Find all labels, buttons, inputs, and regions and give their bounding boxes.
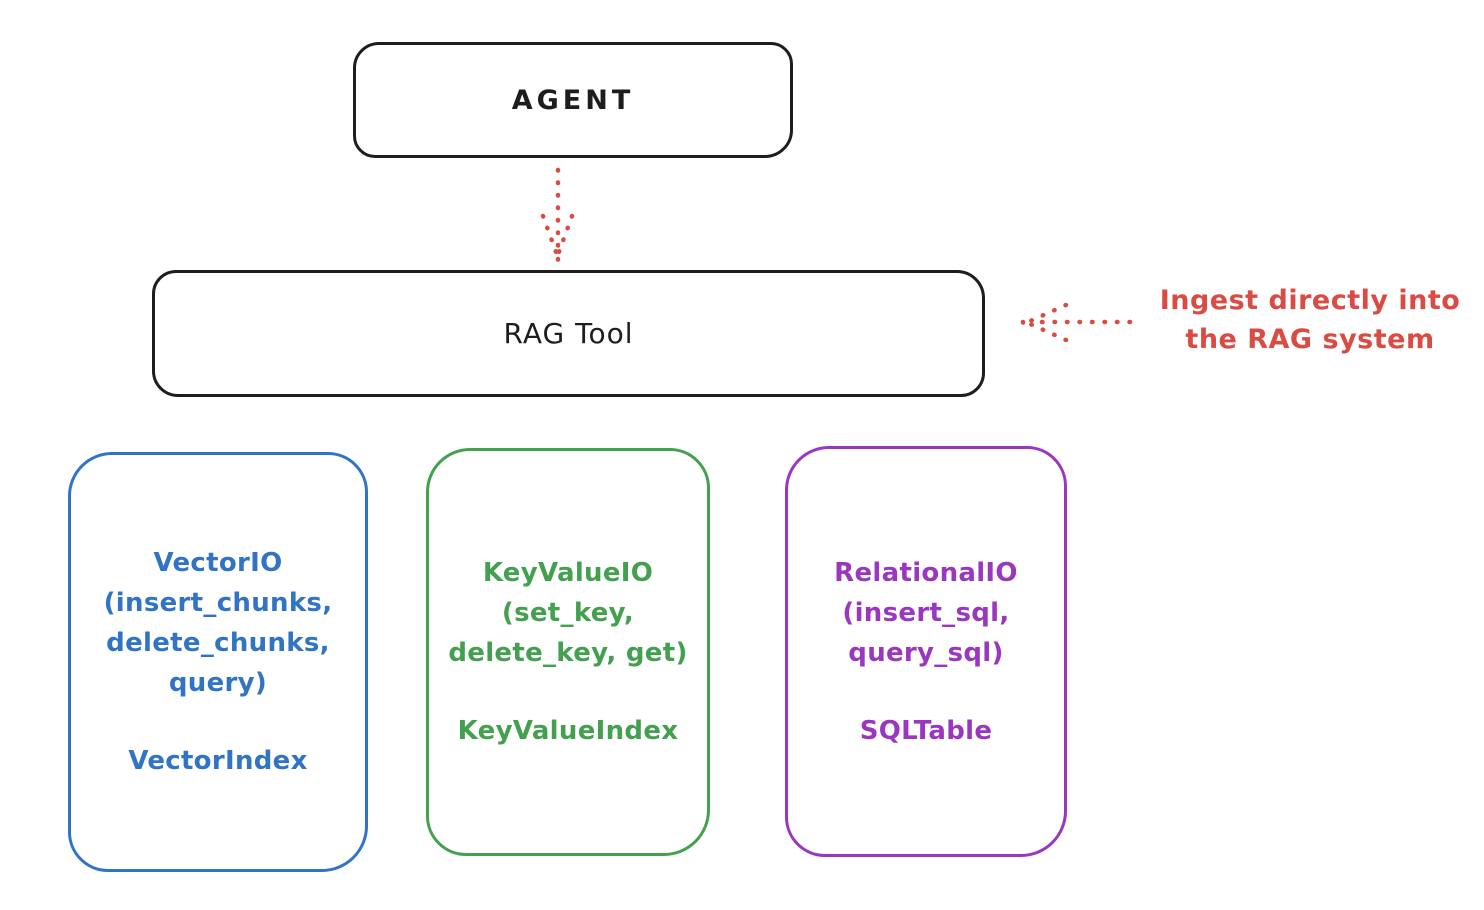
keyvalue-io-title: KeyValueIO (set_key, delete_key, get) <box>448 553 687 673</box>
keyvalue-io-title-line: (set_key, <box>501 598 635 628</box>
relational-io-node: RelationalIO (insert_sql, query_sql) SQL… <box>785 446 1067 857</box>
rag-tool-node: RAG Tool <box>152 270 985 397</box>
relational-io-title-line: (insert_sql, <box>842 597 1010 628</box>
ingest-annotation: Ingest directly into the RAG system <box>1138 281 1482 359</box>
sql-table-label: SQLTable <box>859 715 993 746</box>
vector-io-title-line: delete_chunks, <box>106 628 330 658</box>
keyvalue-io-title-line: KeyValueIO <box>482 558 654 588</box>
ingest-annotation-arrow-icon <box>1020 302 1133 343</box>
relational-io-title-line: query_sql) <box>848 637 1004 668</box>
vector-io-title: VectorIO (insert_chunks, delete_chunks, … <box>104 543 333 703</box>
agent-to-ragtool-arrow-icon <box>540 167 575 262</box>
vector-io-title-line: (insert_chunks, <box>103 588 333 618</box>
relational-io-title: RelationalIO (insert_sql, query_sql) <box>834 553 1018 673</box>
rag-tool-label: RAG Tool <box>503 317 634 350</box>
vector-index-label: VectorIndex <box>128 746 308 776</box>
keyvalue-index-label: KeyValueIndex <box>457 716 679 746</box>
ingest-annotation-line-2: the RAG system <box>1185 324 1435 355</box>
vector-io-title-line: VectorIO <box>153 548 283 578</box>
ingest-annotation-line-1: Ingest directly into <box>1159 285 1461 316</box>
vector-io-node: VectorIO (insert_chunks, delete_chunks, … <box>68 452 368 872</box>
agent-label: AGENT <box>511 84 635 116</box>
keyvalue-io-title-line: delete_key, get) <box>448 638 688 668</box>
relational-io-title-line: RelationalIO <box>834 557 1018 588</box>
vector-io-title-line: query) <box>168 668 268 698</box>
agent-node: AGENT <box>353 42 793 158</box>
keyvalue-io-node: KeyValueIO (set_key, delete_key, get) Ke… <box>426 448 710 856</box>
